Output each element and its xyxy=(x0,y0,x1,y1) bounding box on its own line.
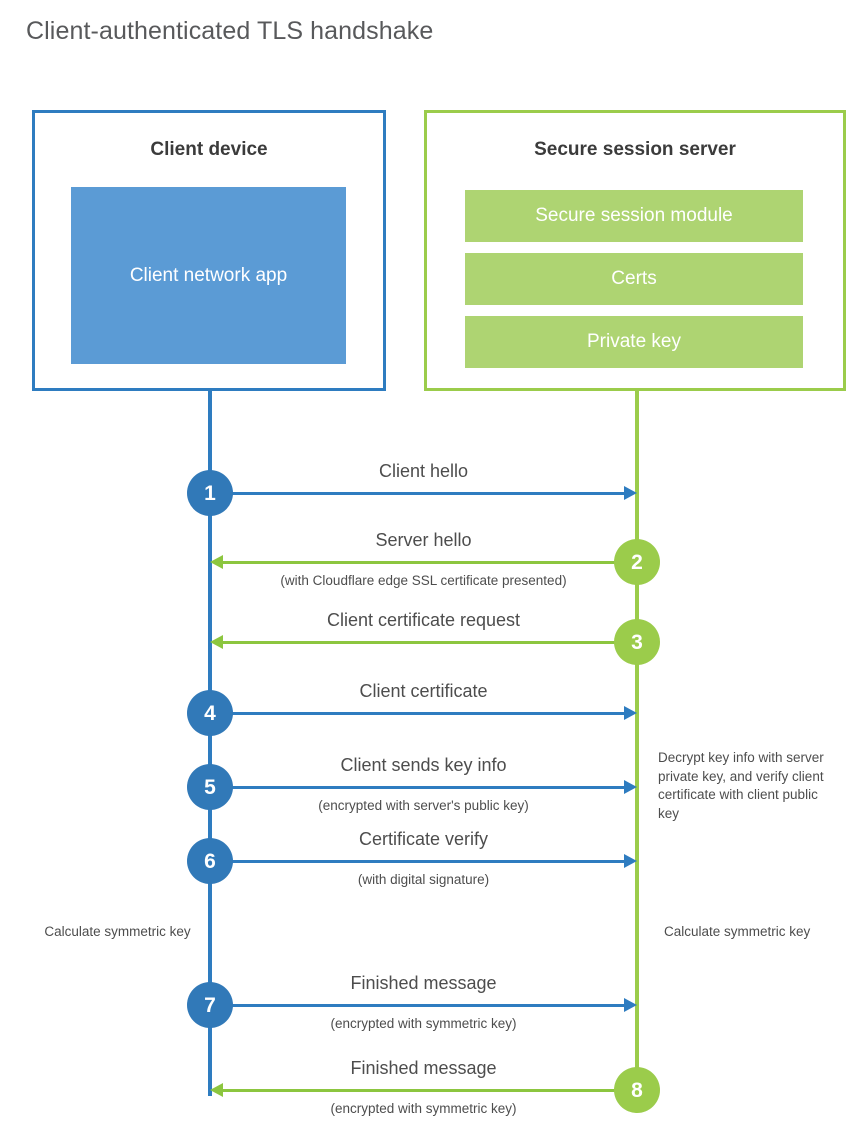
step-label-1: Client hello xyxy=(378,461,469,481)
client-device-box: Client device Client network app xyxy=(32,110,386,391)
arrow-head-7 xyxy=(624,998,637,1012)
step-badge-5[interactable]: 5 xyxy=(187,764,233,810)
server-block-certs: Certs xyxy=(465,253,803,305)
arrow-line-2 xyxy=(223,561,625,564)
secure-session-server-title: Secure session server xyxy=(534,139,736,160)
server-block-secure-session-module: Secure session module xyxy=(465,190,803,242)
step-sublabel-2: (with Cloudflare edge SSL certificate pr… xyxy=(280,573,567,588)
server-decrypt-note: Decrypt key info with server private key… xyxy=(658,750,824,821)
client-network-app-block: Client network app xyxy=(71,187,346,364)
arrow-line-7 xyxy=(222,1004,624,1007)
arrow-head-4 xyxy=(624,706,637,720)
arrow-head-5 xyxy=(624,780,637,794)
arrow-line-1 xyxy=(222,492,624,495)
server-calculate-symmetric-key-note: Calculate symmetric key xyxy=(664,924,811,939)
step-sublabel-8: (encrypted with symmetric key) xyxy=(330,1101,517,1116)
step-label-3: Client certificate request xyxy=(326,610,521,630)
client-device-title: Client device xyxy=(150,139,268,160)
arrow-head-2 xyxy=(210,555,223,569)
step-badge-3[interactable]: 3 xyxy=(614,619,660,665)
arrow-line-6 xyxy=(222,860,624,863)
step-badge-6[interactable]: 6 xyxy=(187,838,233,884)
step-label-7: Finished message xyxy=(350,973,497,993)
arrow-head-1 xyxy=(624,486,637,500)
step-badge-1[interactable]: 1 xyxy=(187,470,233,516)
step-sublabel-5: (encrypted with server's public key) xyxy=(318,798,529,813)
step-label-5: Client sends key info xyxy=(340,755,507,775)
step-badge-4[interactable]: 4 xyxy=(187,690,233,736)
arrow-line-4 xyxy=(222,712,624,715)
arrow-head-6 xyxy=(624,854,637,868)
client-lifeline xyxy=(208,391,212,1096)
arrow-head-8 xyxy=(210,1083,223,1097)
page-title: Client-authenticated TLS handshake xyxy=(26,17,434,45)
server-lifeline xyxy=(635,391,639,1091)
step-badge-2[interactable]: 2 xyxy=(614,539,660,585)
arrow-head-3 xyxy=(210,635,223,649)
step-label-6: Certificate verify xyxy=(358,829,489,849)
secure-session-server-box: Secure session server Secure session mod… xyxy=(424,110,846,391)
step-label-2: Server hello xyxy=(375,530,472,550)
arrow-line-8 xyxy=(223,1089,625,1092)
step-badge-7[interactable]: 7 xyxy=(187,982,233,1028)
step-label-8: Finished message xyxy=(350,1058,497,1078)
arrow-line-3 xyxy=(223,641,625,644)
step-sublabel-7: (encrypted with symmetric key) xyxy=(330,1016,517,1031)
server-block-private-key: Private key xyxy=(465,316,803,368)
step-badge-8[interactable]: 8 xyxy=(614,1067,660,1113)
arrow-line-5 xyxy=(222,786,624,789)
step-label-4: Client certificate xyxy=(359,681,488,701)
step-sublabel-6: (with digital signature) xyxy=(357,872,490,887)
client-calculate-symmetric-key-note: Calculate symmetric key xyxy=(44,924,191,939)
